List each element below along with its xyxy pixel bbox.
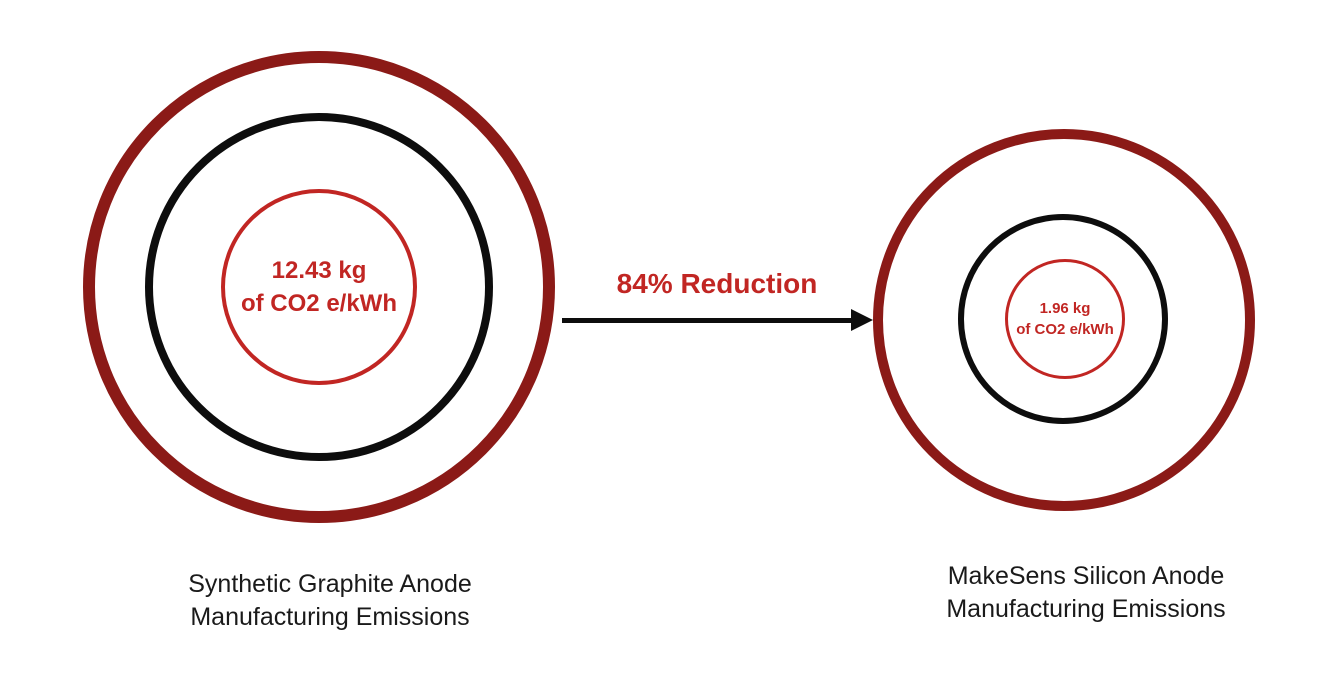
reduction-label: 84% Reduction bbox=[616, 268, 818, 299]
silicon-value-line1: 1.96 kg bbox=[1039, 300, 1091, 317]
graphite-value-line2: of CO2 e/kWh bbox=[240, 290, 397, 317]
silicon-value-line2: of CO2 e/kWh bbox=[1016, 321, 1114, 338]
silicon-caption-line1: MakeSens Silicon Anode bbox=[947, 562, 1225, 590]
silicon-outer-ring bbox=[873, 129, 1255, 511]
silicon-middle-ring bbox=[958, 214, 1168, 424]
silicon-caption: MakeSens Silicon Anode Manufacturing Emi… bbox=[876, 560, 1296, 626]
graphite-emissions-value: 12.43 kg of CO2 e/kWh bbox=[219, 254, 419, 320]
graphite-inner-ring bbox=[221, 189, 417, 385]
graphite-caption-line2: Manufacturing Emissions bbox=[190, 603, 470, 631]
graphite-value-line1: 12.43 kg bbox=[271, 257, 367, 284]
graphite-caption: Synthetic Graphite Anode Manufacturing E… bbox=[120, 568, 540, 634]
silicon-caption-line2: Manufacturing Emissions bbox=[946, 595, 1226, 623]
graphite-middle-ring bbox=[145, 113, 493, 461]
silicon-emissions-value: 1.96 kg of CO2 e/kWh bbox=[1000, 298, 1130, 340]
silicon-inner-ring bbox=[1005, 259, 1125, 379]
right-arrowhead-icon bbox=[851, 309, 873, 331]
right-arrow-icon bbox=[562, 318, 852, 323]
graphite-caption-line1: Synthetic Graphite Anode bbox=[188, 570, 472, 598]
